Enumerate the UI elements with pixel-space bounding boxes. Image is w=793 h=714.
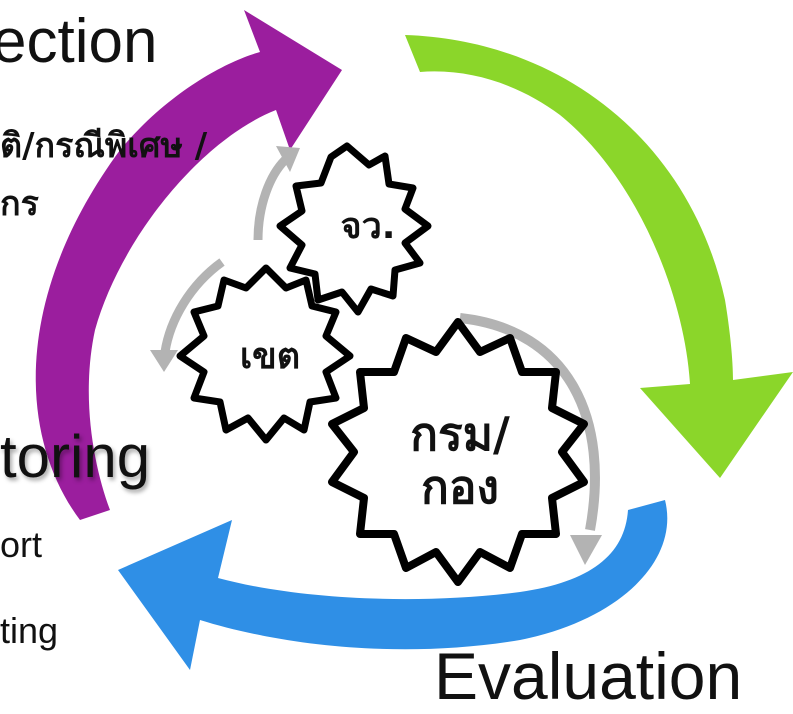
evaluation-title: Evaluation (434, 639, 743, 713)
gear-left-label: เขต (239, 336, 301, 377)
gear-big (328, 318, 588, 586)
grey-arrow-left (160, 258, 225, 353)
monitoring-detail-line-1: ort (0, 524, 43, 565)
grey-arrowhead-upper (276, 146, 300, 172)
gear-big-label: กรม/ กอง (385, 408, 535, 514)
gear-left (176, 264, 354, 444)
gear-big-label-line-1: กรม/ (410, 407, 510, 461)
grey-arrow-right (459, 313, 600, 531)
purple-cycle-arrow (35, 10, 342, 520)
green-cycle-arrow (405, 35, 793, 478)
gear-top (276, 142, 432, 316)
grey-arrowhead-right (570, 535, 602, 565)
direction-title: ection (0, 7, 158, 76)
direction-detail-line-2: กร (0, 184, 39, 224)
blue-cycle-arrow (118, 500, 668, 670)
direction-detail-line-1: ติ/กรณีพิเศษ / (0, 126, 208, 166)
monitoring-detail-line-2: ting (0, 610, 59, 651)
monitoring-title: toring (0, 423, 151, 490)
cycle-diagram (35, 10, 793, 670)
grey-arrowhead-left (150, 350, 178, 372)
grey-arrow-upper (253, 156, 289, 241)
gear-big-label-line-2: กอง (421, 459, 499, 514)
gear-top-label: จว. (340, 206, 396, 247)
